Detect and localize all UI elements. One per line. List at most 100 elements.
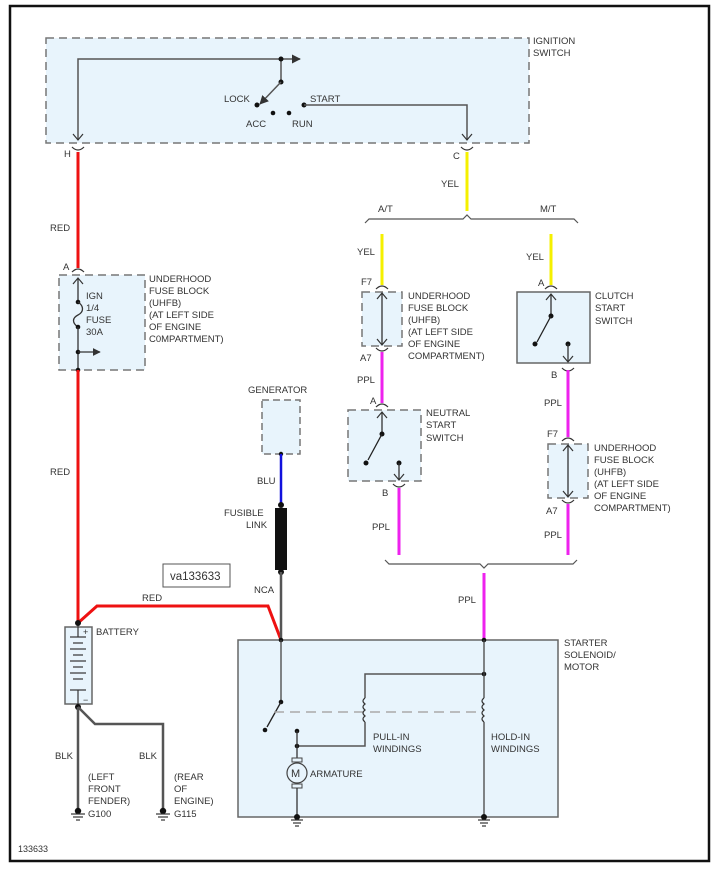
motor-icon xyxy=(286,762,308,784)
battery: + − BATTERY xyxy=(64,620,140,710)
css-label-line: SWITCH xyxy=(595,316,633,327)
ppl-wire-starter-label: PPL xyxy=(458,595,476,606)
uhfb-left-label-line: FUSE BLOCK xyxy=(149,286,210,297)
ground-circuit: BLK BLK G100 (LEFT FRONT FENDER) G115 (R… xyxy=(55,706,214,821)
uhfb-left-connector-a-label: A xyxy=(63,262,70,273)
start-label: START xyxy=(310,94,340,105)
red-wire-battery-label: RED xyxy=(142,593,162,604)
red-circuit: RED A IGN 1/4 FUSE 30A UNDERHOOD FUSE BL… xyxy=(50,152,283,641)
starter-box xyxy=(237,639,559,818)
uhfb-left-label-line: (UHFB) xyxy=(149,298,181,309)
starter-label-line: STARTER xyxy=(564,638,608,649)
armature-label: ARMATURE xyxy=(310,769,363,780)
solenoid-contact-open xyxy=(262,727,268,733)
css-arrow-bottom xyxy=(562,355,574,363)
nss-label: NEUTRAL START SWITCH xyxy=(426,408,470,444)
generator-circuit: GENERATOR BLU FUSIBLE LINK NCA xyxy=(224,385,307,640)
nss-connector-b xyxy=(392,483,406,488)
css-arrow-top xyxy=(545,293,557,301)
ground-g100-loc: FENDER) xyxy=(88,796,130,807)
fuse-name-2: 1/4 xyxy=(86,303,99,314)
ground-g115-loc: (REAR xyxy=(174,772,204,783)
pull-in-wire-lower xyxy=(297,722,366,747)
ppl-wire-mt-2-label: PPL xyxy=(544,530,562,541)
watermark: va133633 xyxy=(162,563,231,588)
fuse-rating: 30A xyxy=(86,327,104,338)
fusible-link-label-1: FUSIBLE xyxy=(224,508,264,519)
pull-in-label-line: WINDINGS xyxy=(373,744,422,755)
uhfb-mt-label-line: COMPARTMENT) xyxy=(594,503,671,514)
uhfb-left-connector-a xyxy=(71,268,85,273)
red-wire-battery-to-starter xyxy=(76,604,283,641)
branch-mt-label: M/T xyxy=(540,204,557,215)
uhfb-at-label-line: UNDERHOOD xyxy=(408,291,470,302)
fusible-link-label-2: LINK xyxy=(246,520,268,531)
ground-g115-dot xyxy=(159,807,167,815)
starter-label-line: SOLENOID/ xyxy=(564,650,616,661)
nss-label-line: START xyxy=(426,420,456,431)
uhfb-mt-arrow-top xyxy=(562,444,574,452)
hold-in-winding-icon xyxy=(481,697,485,723)
uhfb-at-arrow-top xyxy=(376,292,388,300)
neutral-start-switch-box xyxy=(347,409,422,482)
uhfb-mt-label-line: FUSE BLOCK xyxy=(594,455,655,466)
ground-g115-loc: ENGINE) xyxy=(174,796,214,807)
ignition-internal-wire-c xyxy=(304,104,468,140)
clutch-start-switch-box xyxy=(516,291,591,364)
armature-brush-bottom xyxy=(291,783,303,789)
connector-h-arrow xyxy=(72,133,84,141)
uhfb-mt-label-line: OF ENGINE xyxy=(594,491,646,502)
uhfb-mt-connector-a7 xyxy=(561,499,575,504)
starter-label: STARTER SOLENOID/ MOTOR xyxy=(564,638,616,673)
uhfb-left-label: UNDERHOOD FUSE BLOCK (UHFB) (AT LEFT SID… xyxy=(149,274,224,345)
ground-dot xyxy=(294,814,300,820)
fusible-link-top-dot xyxy=(278,502,284,508)
fuse-name-1: IGN xyxy=(86,291,103,302)
uhfb-left-label-line: C0MPARTMENT) xyxy=(149,334,224,345)
uhfb-left-arrow xyxy=(72,277,84,285)
battery-plus: + xyxy=(83,627,88,637)
figure-id: 133633 xyxy=(18,844,48,854)
connector-c-arrow xyxy=(461,133,473,141)
uhfb-at-label-line: FUSE BLOCK xyxy=(408,303,469,314)
ground-g100-loc: FRONT xyxy=(88,784,121,795)
pull-in-winding-icon xyxy=(362,697,366,723)
watermark-text: va133633 xyxy=(170,571,221,583)
generator-label: GENERATOR xyxy=(248,385,307,396)
yel-wire-at-label: YEL xyxy=(357,247,375,258)
css-connector-b-label: B xyxy=(551,370,557,381)
starter-solenoid-motor: STARTER SOLENOID/ MOTOR PULL-IN WINDINGS… xyxy=(237,637,616,827)
acc-contact xyxy=(270,110,276,116)
run-label: RUN xyxy=(292,119,313,130)
ground-g100-loc: (LEFT xyxy=(88,772,115,783)
yel-wire-main-label: YEL xyxy=(441,179,459,190)
ground-g115-loc: OF xyxy=(174,784,187,795)
uhfb-mt-label: UNDERHOOD FUSE BLOCK (UHFB) (AT LEFT SID… xyxy=(594,443,671,514)
lock-label: LOCK xyxy=(224,94,251,105)
blk-wire-g100-label: BLK xyxy=(55,751,74,762)
uhfb-at-label: UNDERHOOD FUSE BLOCK (UHFB) (AT LEFT SID… xyxy=(408,291,485,362)
branch-brace-top xyxy=(364,214,579,224)
nss-label-line: SWITCH xyxy=(426,433,464,444)
nss-label-line: NEUTRAL xyxy=(426,408,470,419)
nss-arrow-top xyxy=(376,411,388,419)
css-label: CLUTCH START SWITCH xyxy=(595,291,634,327)
ground-g115: G115 (REAR OF ENGINE) xyxy=(156,772,214,821)
hold-in-label-line: WINDINGS xyxy=(491,744,540,755)
blk-wire-g115-label: BLK xyxy=(139,751,158,762)
red-wire-upper-label: RED xyxy=(50,223,70,234)
acc-label: ACC xyxy=(246,119,266,130)
uhfb-mt-label-line: (UHFB) xyxy=(594,467,626,478)
uhfb-left-label-line: (AT LEFT SIDE xyxy=(149,310,214,321)
starter-label-line: MOTOR xyxy=(564,662,599,673)
uhfb-at-label-line: (AT LEFT SIDE xyxy=(408,327,473,338)
ground-g100: G100 (LEFT FRONT FENDER) xyxy=(71,772,130,821)
uhfb-at-label-line: OF ENGINE xyxy=(408,339,460,350)
starter-ground-right xyxy=(478,814,490,827)
battery-pos-dot xyxy=(75,620,81,626)
solenoid-contact-blade xyxy=(266,701,282,728)
nss-arrow-bottom xyxy=(393,473,405,481)
connector-c-label: C xyxy=(453,151,460,162)
ground-dot xyxy=(481,814,487,820)
